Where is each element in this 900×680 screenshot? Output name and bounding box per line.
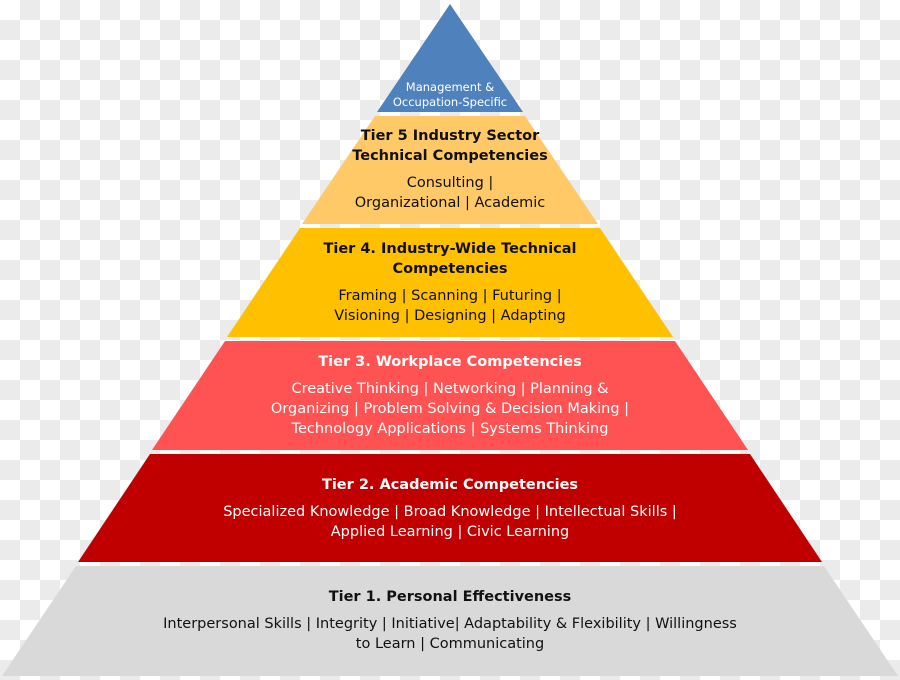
layer-tier2 <box>78 454 822 562</box>
apex-line: Occupation-Specific <box>392 95 508 109</box>
tier1-label: Tier 1. Personal Effectiveness Interpers… <box>0 587 900 654</box>
apex-line: Management & <box>405 80 495 94</box>
tier3-desc: Creative Thinking | Networking | Plannin… <box>291 381 609 397</box>
layer-tier5 <box>302 116 598 224</box>
tier3-desc: Technology Applications | Systems Thinki… <box>291 421 609 437</box>
tier1-desc: to Learn | Communicating <box>355 636 545 652</box>
tier5-desc: Organizational | Academic <box>354 195 546 211</box>
tier5-desc: Consulting | <box>406 175 494 191</box>
tier3-desc: Organizing | Problem Solving & Decision … <box>270 401 630 417</box>
tier1-title: Tier 1. Personal Effectiveness <box>328 589 572 605</box>
tier3-title: Tier 3. Workplace Competencies <box>318 354 582 370</box>
tier5-title: Technical Competencies <box>352 148 548 164</box>
apex-label: Management & Occupation-Specific <box>0 80 900 110</box>
tier2-desc: Applied Learning | Civic Learning <box>330 524 570 540</box>
tier5-label: Tier 5 Industry Sector Technical Compete… <box>0 126 900 213</box>
tier2-desc: Specialized Knowledge | Broad Knowledge … <box>223 504 677 520</box>
layer-apex <box>377 4 523 112</box>
tier2-label: Tier 2. Academic Competencies Specialize… <box>0 475 900 542</box>
tier1-desc: Interpersonal Skills | Integrity | Initi… <box>163 616 737 632</box>
layer-tier4 <box>227 228 673 337</box>
tier5-title: Tier 5 Industry Sector <box>360 128 540 144</box>
tier4-desc: Framing | Scanning | Futuring | <box>338 288 562 304</box>
layer-tier1 <box>2 566 898 676</box>
layer-tier3 <box>152 341 748 450</box>
tier3-label: Tier 3. Workplace Competencies Creative … <box>0 352 900 439</box>
tier4-title: Competencies <box>392 261 508 277</box>
tier4-label: Tier 4. Industry-Wide Technical Competen… <box>0 239 900 326</box>
tier4-title: Tier 4. Industry-Wide Technical <box>323 241 577 257</box>
tier4-desc: Visioning | Designing | Adapting <box>334 308 566 324</box>
tier2-title: Tier 2. Academic Competencies <box>321 477 579 493</box>
